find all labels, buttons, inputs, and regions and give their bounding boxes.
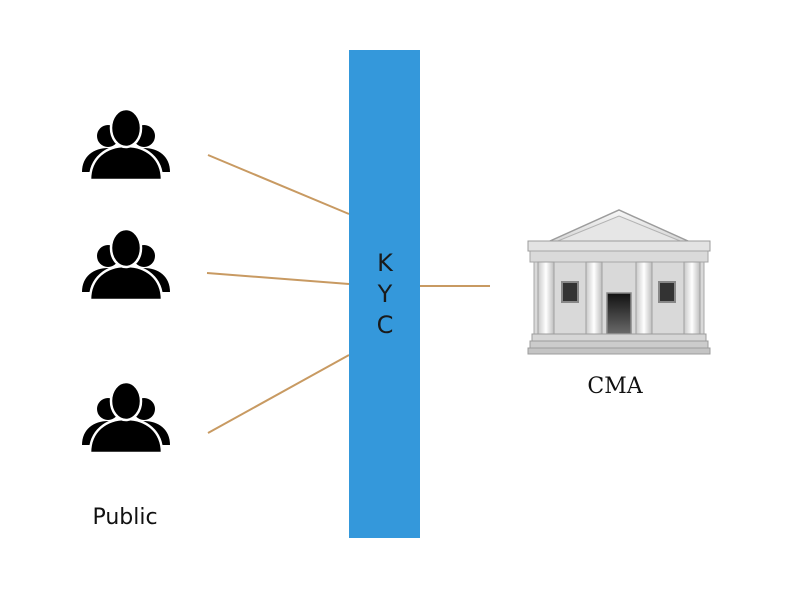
connector-line-top	[207, 154, 350, 215]
connector-line-bottom	[207, 354, 350, 434]
connector-line-middle	[206, 272, 350, 285]
people-group-icon	[80, 227, 172, 302]
kyc-letter-c: C	[377, 311, 394, 339]
connector-lines	[206, 154, 490, 434]
people-group-icon	[80, 107, 172, 182]
kyc-bar	[349, 50, 420, 538]
cma-label: CMA	[587, 374, 643, 399]
kyc-letter-k: K	[377, 249, 394, 277]
bank-building-icon	[527, 209, 711, 355]
public-label: Public	[92, 505, 158, 530]
kyc-letter-y: Y	[377, 280, 393, 308]
people-group-icon	[80, 380, 172, 455]
